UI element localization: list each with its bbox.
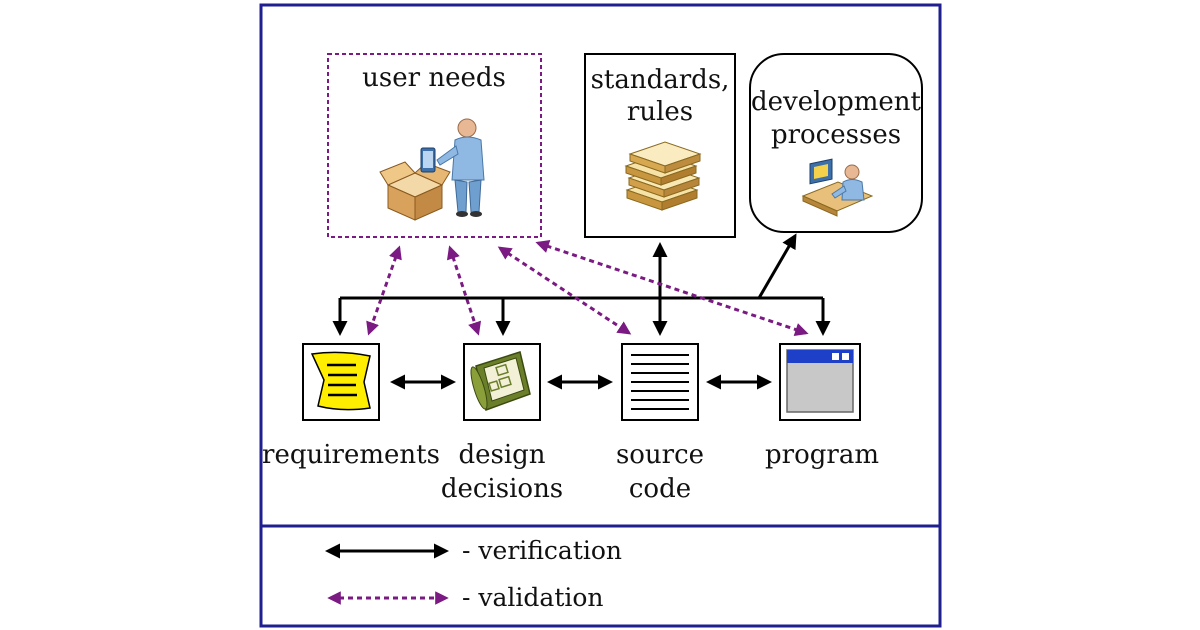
program-node: program — [765, 343, 879, 470]
legend: - verification - validation — [325, 536, 622, 612]
design-decisions-node: design decisions — [441, 343, 563, 504]
blueprint-icon — [470, 351, 531, 411]
legend-verification-label: - verification — [462, 536, 622, 565]
standards-label-line2: rules — [627, 97, 693, 127]
validation-arrows — [366, 240, 809, 336]
development-processes-node: development processes — [749, 53, 923, 233]
standards-rules-node: standards, rules — [584, 53, 736, 238]
developer-at-desk-icon — [801, 158, 874, 217]
development-label-line2: processes — [771, 120, 901, 150]
user-needs-node: user needs — [327, 53, 542, 238]
user-with-box-icon — [379, 118, 485, 221]
design-label-line1: design — [458, 440, 545, 470]
source-label-line1: source — [616, 440, 704, 470]
requirements-node: requirements — [262, 343, 440, 470]
source-label-line2: code — [629, 474, 691, 504]
user-needs-label: user needs — [362, 63, 506, 93]
design-label-line2: decisions — [441, 474, 563, 504]
books-stack-icon — [624, 141, 702, 211]
program-window-icon — [786, 349, 854, 413]
program-label: program — [765, 440, 879, 470]
development-label-line1: development — [751, 87, 922, 117]
legend-frame — [259, 524, 942, 628]
code-lines-icon — [631, 354, 689, 410]
standards-label-line1: standards, — [591, 65, 730, 95]
requirements-label: requirements — [262, 440, 440, 470]
legend-validation-label: - validation — [462, 583, 604, 612]
source-code-node: source code — [616, 343, 704, 504]
verification-bus — [332, 233, 831, 336]
